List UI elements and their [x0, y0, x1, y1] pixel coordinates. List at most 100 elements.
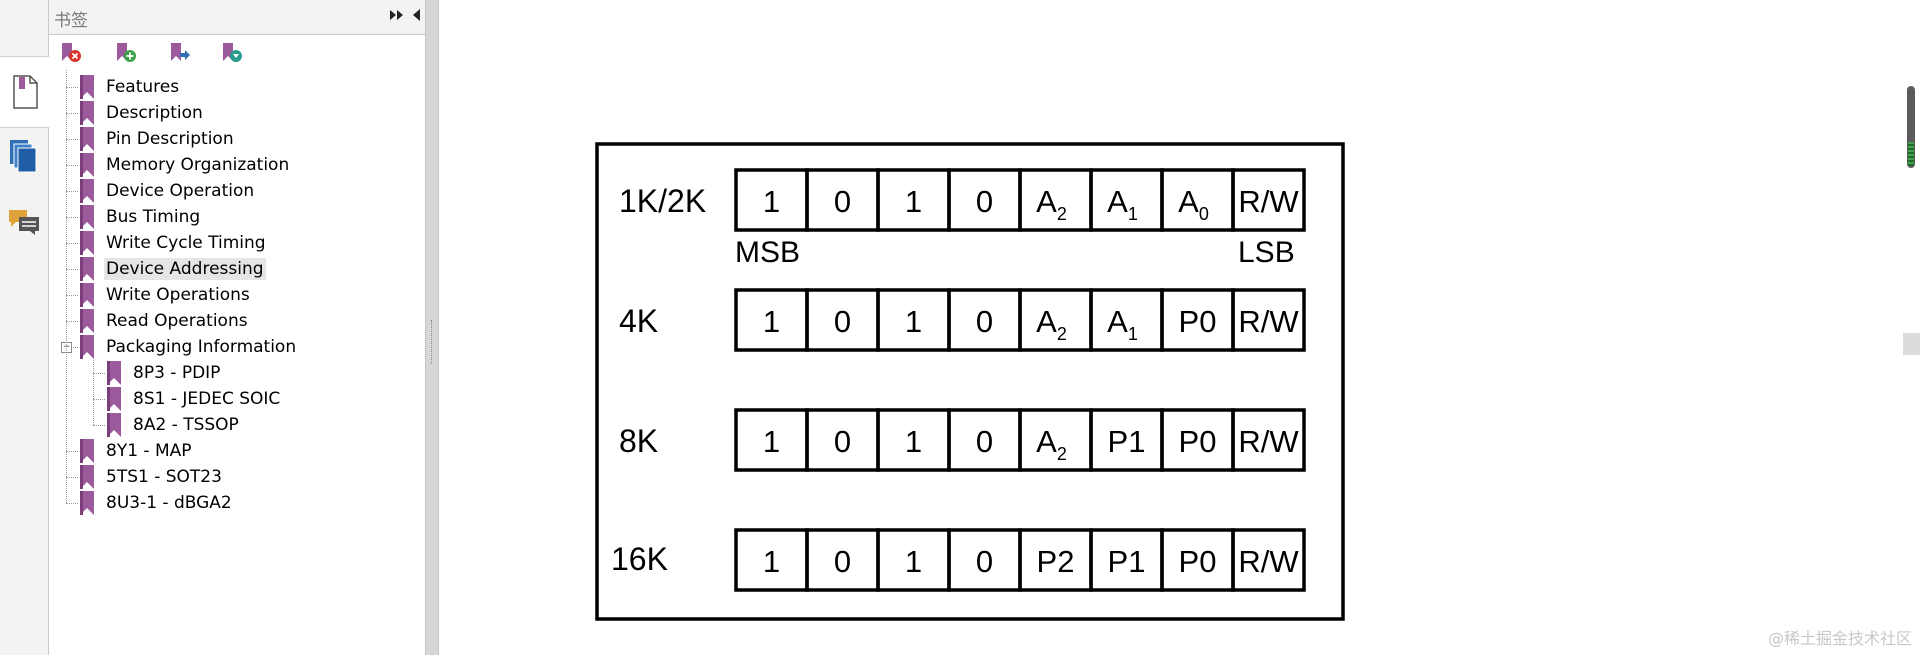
bit-value: R/W [1238, 424, 1299, 459]
bit-value: 0 [976, 184, 993, 219]
bookmarks-tab[interactable] [0, 56, 49, 128]
bookmark-item[interactable]: 8A2 - TSSOP [106, 412, 241, 438]
bookmark-label: Write Operations [106, 285, 250, 305]
bookmark-icon [80, 127, 94, 151]
scrollbar-grip[interactable] [1908, 142, 1914, 166]
bookmark-item[interactable]: 5TS1 - SOT23 [79, 464, 224, 490]
expand-panel-icon[interactable] [389, 8, 405, 22]
bit-value: 0 [834, 304, 851, 339]
bit-value: A1 [1107, 184, 1138, 224]
bit-value: 0 [976, 544, 993, 579]
bookmark-label: Read Operations [106, 311, 248, 331]
bookmark-item[interactable]: Device Operation [79, 178, 256, 204]
bookmark-item[interactable]: Read Operations [79, 308, 250, 334]
bit-value: P1 [1108, 544, 1146, 579]
bookmark-item[interactable]: 8S1 - JEDEC SOIC [106, 386, 282, 412]
delete-bookmark-icon[interactable] [59, 42, 83, 64]
add-bookmark-icon[interactable] [114, 42, 138, 64]
tree-connector [66, 139, 78, 140]
bookmark-item[interactable]: Pin Description [79, 126, 236, 152]
bit-value: 0 [834, 184, 851, 219]
bookmark-icon [80, 491, 94, 515]
bit-cell [1231, 408, 1306, 472]
bookmark-item[interactable]: Device Addressing [79, 256, 266, 282]
bit-value: 1 [905, 304, 922, 339]
bookmark-icon [107, 413, 121, 437]
bookmark-label: Bus Timing [106, 207, 201, 227]
bookmark-icon [80, 179, 94, 203]
bookmark-label: Device Operation [106, 181, 255, 201]
bookmark-label: 8P3 - PDIP [133, 363, 221, 383]
bit-value: P0 [1179, 304, 1217, 339]
row-label: 8K [619, 423, 658, 459]
panel-header: 书签 [49, 0, 425, 35]
bookmark-options-icon[interactable] [220, 42, 244, 64]
bookmark-icon [107, 387, 121, 411]
page-thumbnail-icon [12, 75, 38, 109]
figure-border [595, 142, 1345, 621]
bit-value: A2 [1036, 424, 1067, 464]
bookmark-item[interactable]: 8Y1 - MAP [79, 438, 194, 464]
bookmark-item[interactable]: Features [79, 74, 181, 100]
tree-connector [66, 113, 78, 114]
vertical-scrollbar[interactable] [1900, 0, 1920, 655]
msb-label: MSB [735, 236, 800, 269]
bookmark-icon [80, 283, 94, 307]
bit-value: P0 [1179, 544, 1217, 579]
row-label: 16K [611, 541, 668, 577]
bookmark-label: Device Addressing [104, 258, 266, 280]
collapse-panel-icon[interactable] [411, 8, 421, 22]
bit-value: 1 [763, 184, 780, 219]
tree-connector [66, 165, 78, 166]
bookmark-label: 5TS1 - SOT23 [106, 467, 222, 487]
scrollbar-thumb[interactable] [1907, 86, 1915, 168]
bookmark-icon [80, 335, 94, 359]
bookmark-icon [107, 361, 121, 385]
bit-value: A2 [1036, 304, 1067, 344]
bookmark-item[interactable]: Memory Organization [79, 152, 291, 178]
row-label: 4K [619, 303, 658, 339]
bookmark-item[interactable]: Write Operations [79, 282, 252, 308]
lsb-label: LSB [1238, 236, 1295, 269]
bookmark-item[interactable]: Packaging Information [79, 334, 298, 360]
bookmark-icon [80, 439, 94, 463]
tree-connector [66, 191, 78, 192]
bookmark-icon [80, 153, 94, 177]
bookmark-icon [80, 75, 94, 99]
bookmark-item[interactable]: Description [79, 100, 205, 126]
tree-connector [93, 373, 105, 374]
layers-icon [10, 140, 37, 173]
bit-value: A0 [1178, 184, 1209, 224]
panel-splitter[interactable] [425, 0, 439, 655]
bookmark-label: Pin Description [106, 129, 234, 149]
bit-value: A2 [1036, 184, 1067, 224]
bookmark-label: Write Cycle Timing [106, 233, 266, 253]
pages-tab[interactable] [0, 121, 48, 191]
bit-value: P0 [1179, 424, 1217, 459]
bookmark-label: Description [106, 103, 203, 123]
bookmark-label: Features [106, 77, 180, 97]
watermark: @稀土掘金技术社区 [1767, 629, 1912, 648]
tree-connector [66, 503, 78, 504]
bit-value: R/W [1238, 304, 1299, 339]
bit-value: 1 [763, 424, 780, 459]
bit-value: 1 [905, 424, 922, 459]
bit-value: 1 [763, 304, 780, 339]
bookmark-item[interactable]: Bus Timing [79, 204, 202, 230]
splitter-grip[interactable] [431, 320, 434, 364]
bit-cell [1231, 168, 1306, 232]
go-to-bookmark-icon[interactable] [168, 42, 192, 64]
bit-value: 0 [976, 424, 993, 459]
bookmark-item[interactable]: Write Cycle Timing [79, 230, 268, 256]
comments-tab[interactable] [0, 187, 48, 257]
tree-connector [66, 295, 78, 296]
bookmark-item[interactable]: 8U3-1 - dBGA2 [79, 490, 234, 516]
bit-value: P2 [1037, 544, 1075, 579]
tree-connector [66, 477, 78, 478]
bookmark-item[interactable]: 8P3 - PDIP [106, 360, 222, 386]
bookmark-label: Memory Organization [106, 155, 290, 175]
tree-connector [66, 321, 78, 322]
